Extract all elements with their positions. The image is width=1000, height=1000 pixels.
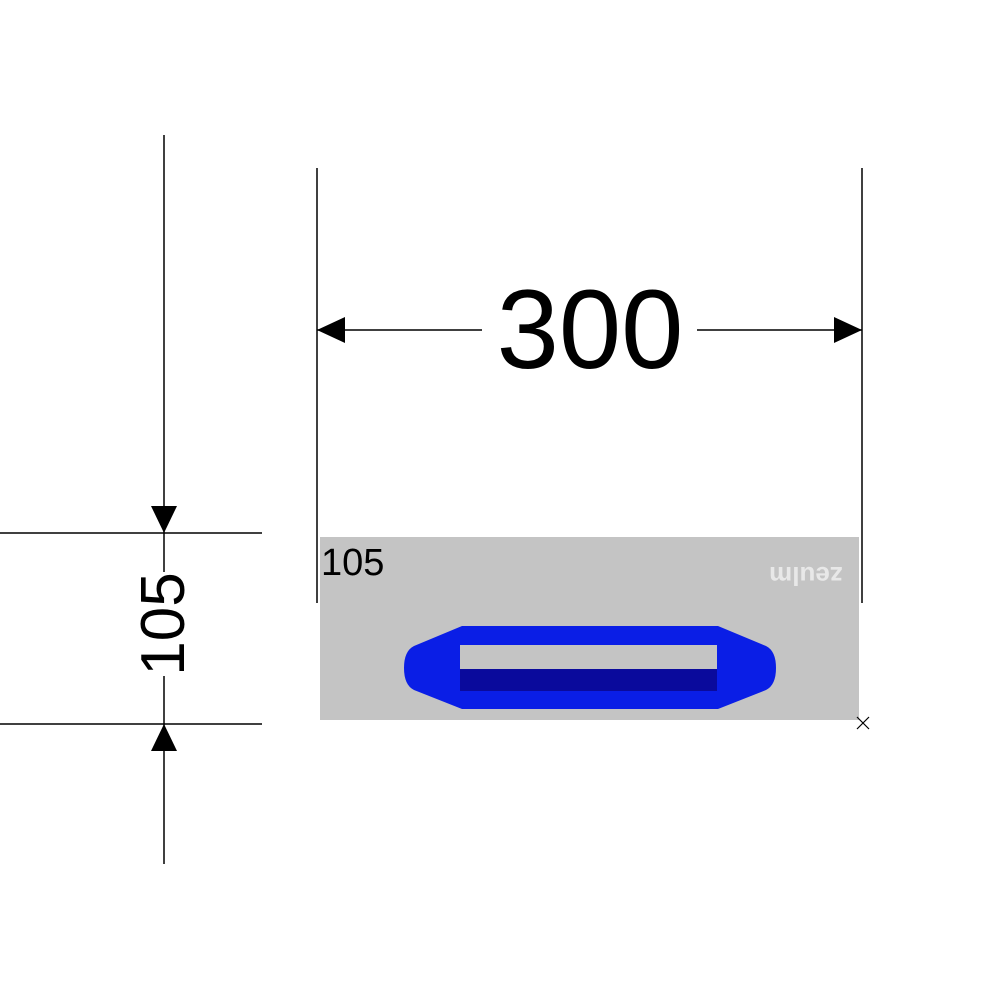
handle-slot	[460, 645, 717, 669]
width-arrow-right	[834, 317, 862, 343]
height-arrow-top	[151, 506, 177, 533]
height-arrow-bottom	[151, 724, 177, 751]
width-dimension-value: 300	[497, 267, 684, 392]
corner-marker-icon	[856, 716, 870, 730]
width-arrow-left	[317, 317, 345, 343]
brand-mark: zeulm	[769, 561, 843, 591]
height-dimension-value: 105	[129, 572, 198, 675]
plate-label: 105	[321, 542, 384, 584]
handle-slot-shadow	[460, 669, 717, 691]
